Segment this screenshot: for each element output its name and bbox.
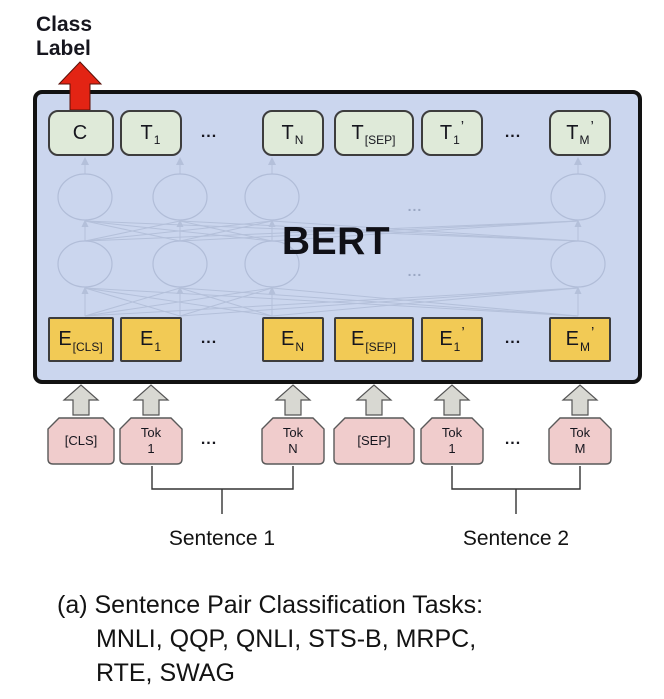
embedding-box-esep: E[SEP] <box>334 317 414 362</box>
bert-network-lines <box>84 163 579 317</box>
sentence-brackets <box>151 466 581 514</box>
bert-title: BERT <box>281 220 391 263</box>
token-row-ellipsis-2: ... <box>504 431 522 448</box>
output-box-c: C <box>48 110 114 156</box>
output-row-ellipsis-1: ... <box>200 124 218 141</box>
class-label-arrow-icon <box>57 61 103 111</box>
input-arrow-icons <box>62 384 599 416</box>
embedding-row-ellipsis-1: ... <box>200 330 218 347</box>
sentence-1-label: Sentence 1 <box>168 527 276 550</box>
bert-network-arrowheads <box>81 157 582 294</box>
token-box-shapes <box>47 417 612 465</box>
caption-line-1: (a) Sentence Pair Classification Tasks: <box>57 591 484 619</box>
embedding-box-ecls: E[CLS] <box>48 317 114 362</box>
bert-network-nodes <box>57 173 606 288</box>
network-ellipsis-upper: ... <box>407 198 423 214</box>
token-row-ellipsis-1: ... <box>200 431 218 448</box>
token-box-cls: [CLS] <box>64 432 98 448</box>
sentence-2-label: Sentence 2 <box>462 527 570 550</box>
caption-line-2: MNLI, QQP, QNLI, STS-B, MRPC, <box>96 625 477 653</box>
figure-caption: (a) Sentence Pair Classification Tasks: … <box>57 588 483 690</box>
caption-line-3: RTE, SWAG <box>96 659 235 687</box>
output-row-ellipsis-2: ... <box>504 124 522 141</box>
class-label-text: Class Label <box>36 13 93 60</box>
network-ellipsis-lower: ... <box>407 263 423 279</box>
output-box-tsep: T[SEP] <box>334 110 414 156</box>
token-box-sep: [SEP] <box>357 432 391 448</box>
embedding-row-ellipsis-2: ... <box>504 330 522 347</box>
